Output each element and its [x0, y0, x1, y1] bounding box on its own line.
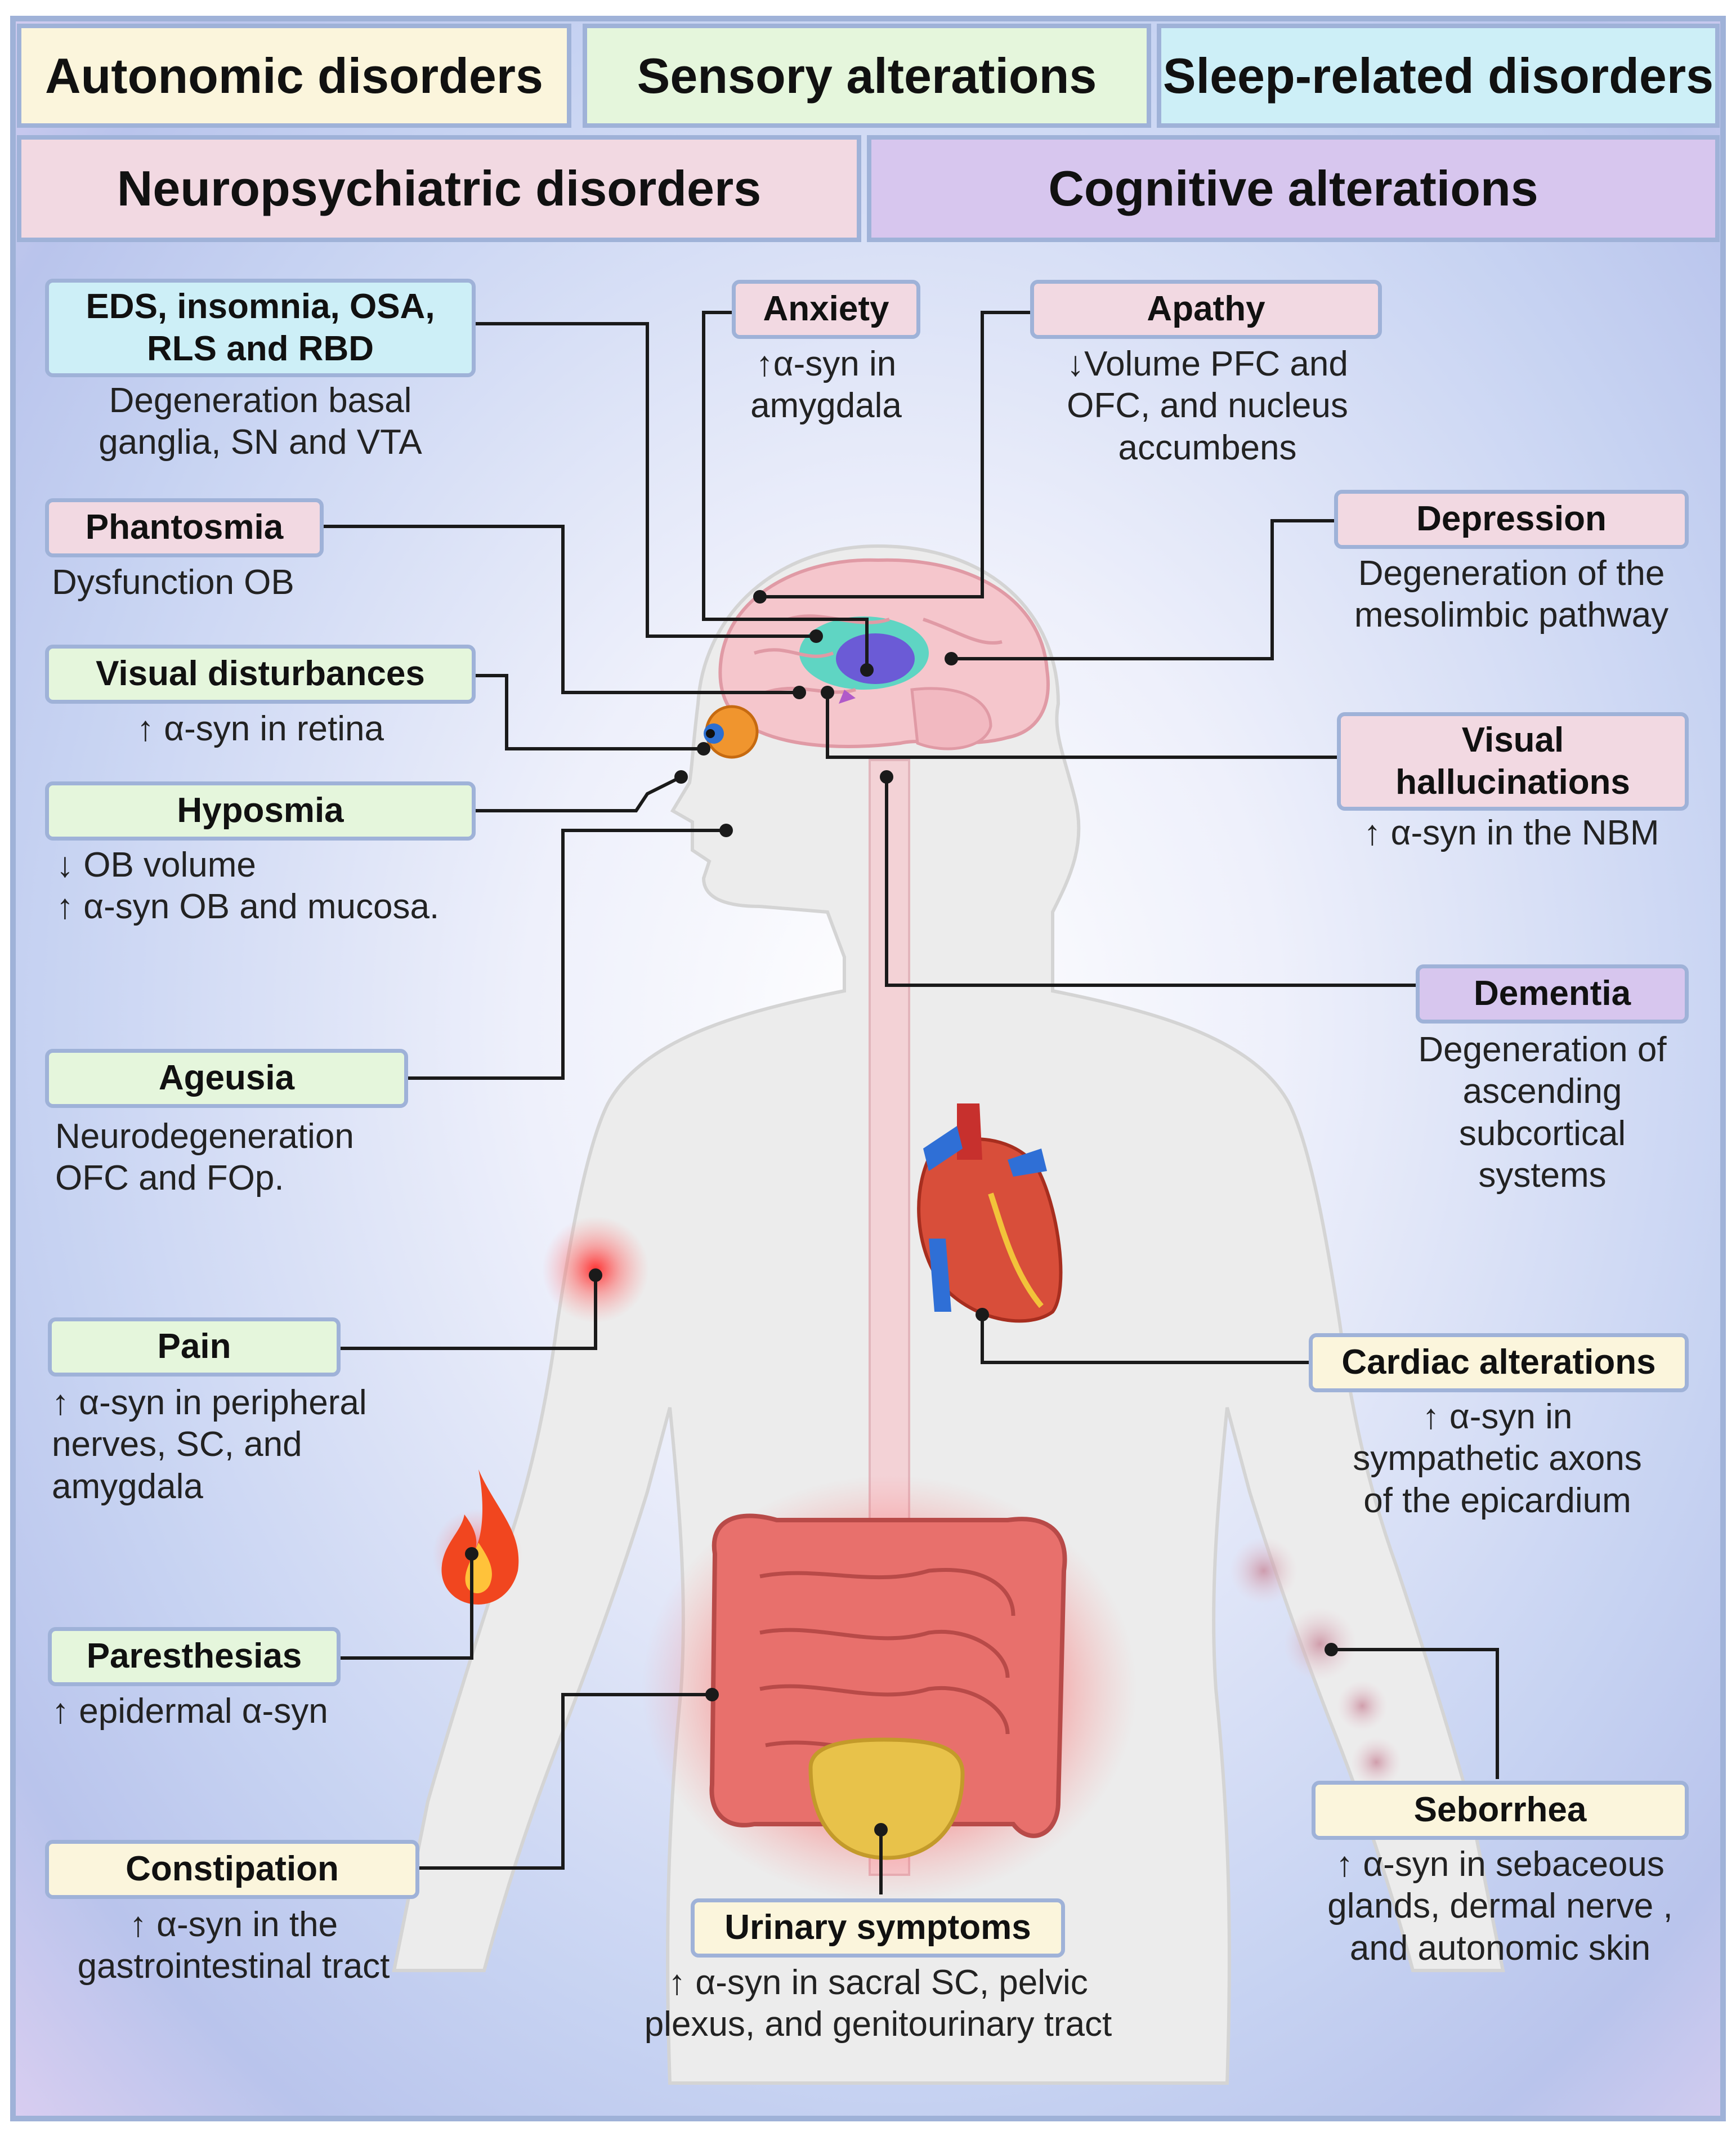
- symptom-dementia-title: Dementia: [1416, 964, 1689, 1024]
- eye-illustration: [704, 705, 759, 759]
- category-sleep: Sleep-related disorders: [1157, 24, 1720, 128]
- intestines-illustration: [642, 1475, 1137, 1903]
- symptom-depression-title: Depression: [1334, 490, 1689, 549]
- symptom-cardiac-desc: ↑ α-syn in sympathetic axons of the epic…: [1353, 1397, 1642, 1520]
- connector-lines: [324, 311, 1499, 1894]
- symptom-phantosmia-title: Phantosmia: [45, 498, 324, 557]
- symptom-dementia-desc: Degeneration of ascending subcortical sy…: [1418, 1030, 1667, 1195]
- symptom-eds-desc: Degeneration basal ganglia, SN and VTA: [99, 381, 422, 462]
- flame-icon: [432, 1469, 522, 1605]
- symptom-cardiac-title: Cardiac alterations: [1309, 1333, 1689, 1392]
- symptom-phantosmia-desc: Dysfunction OB: [52, 563, 294, 602]
- symptom-anxiety-desc: ↑α-syn in amygdala: [750, 345, 902, 426]
- symptom-constipation-desc: ↑ α-syn in the gastrointestinal tract: [77, 1905, 390, 1986]
- symptom-apathy-title: Apathy: [1030, 280, 1382, 339]
- symptom-paresthesias-desc: ↑ epidermal α-syn: [52, 1692, 328, 1731]
- category-neuropsychiatric: Neuropsychiatric disorders: [17, 135, 861, 242]
- connector-dots: [465, 590, 1338, 1836]
- symptom-ageusia-title: Ageusia: [45, 1049, 408, 1108]
- human-body-silhouette: [392, 544, 1505, 2085]
- symptom-hallucinations-desc: ↑ α-syn in the NBM: [1363, 814, 1659, 852]
- symptom-apathy-desc: ↓Volume PFC and OFC, and nucleus accumbe…: [1067, 345, 1348, 467]
- symptom-hallucinations-title: Visual hallucinations: [1337, 712, 1689, 811]
- symptom-seborrhea-desc: ↑ α-syn in sebaceous glands, dermal nerv…: [1327, 1845, 1673, 1968]
- symptom-seborrhea-title: Seborrhea: [1312, 1781, 1689, 1840]
- symptom-visual-desc: ↑ α-syn in retina: [137, 709, 384, 748]
- category-sensory: Sensory alterations: [583, 24, 1151, 128]
- symptom-eds-title: EDS, insomnia, OSA, RLS and RBD: [45, 279, 476, 377]
- symptom-paresthesias-title: Paresthesias: [48, 1627, 341, 1686]
- skin-patches: [1230, 1537, 1402, 1788]
- symptom-anxiety-title: Anxiety: [732, 280, 920, 339]
- symptom-hyposmia-desc: ↓ OB volume ↑ α-syn OB and mucosa.: [56, 846, 440, 927]
- symptom-hyposmia-title: Hyposmia: [45, 781, 476, 841]
- heart-illustration: [917, 1103, 1063, 1323]
- symptom-pain-title: Pain: [48, 1317, 341, 1377]
- symptom-urinary-desc: ↑ α-syn in sacral SC, pelvic plexus, and…: [644, 1963, 1112, 2044]
- category-autonomic: Autonomic disorders: [17, 24, 571, 128]
- category-cognitive: Cognitive alterations: [867, 135, 1720, 242]
- symptom-constipation-title: Constipation: [45, 1840, 419, 1899]
- symptom-pain-desc: ↑ α-syn in peripheral nerves, SC, and am…: [52, 1383, 367, 1506]
- symptom-visual-title: Visual disturbances: [45, 645, 476, 704]
- symptom-ageusia-desc: Neurodegeneration OFC and FOp.: [55, 1117, 354, 1198]
- symptom-urinary-title: Urinary symptoms: [691, 1898, 1065, 1958]
- symptom-depression-desc: Degeneration of the mesolimbic pathway: [1354, 554, 1669, 635]
- brain-illustration: [718, 558, 1050, 750]
